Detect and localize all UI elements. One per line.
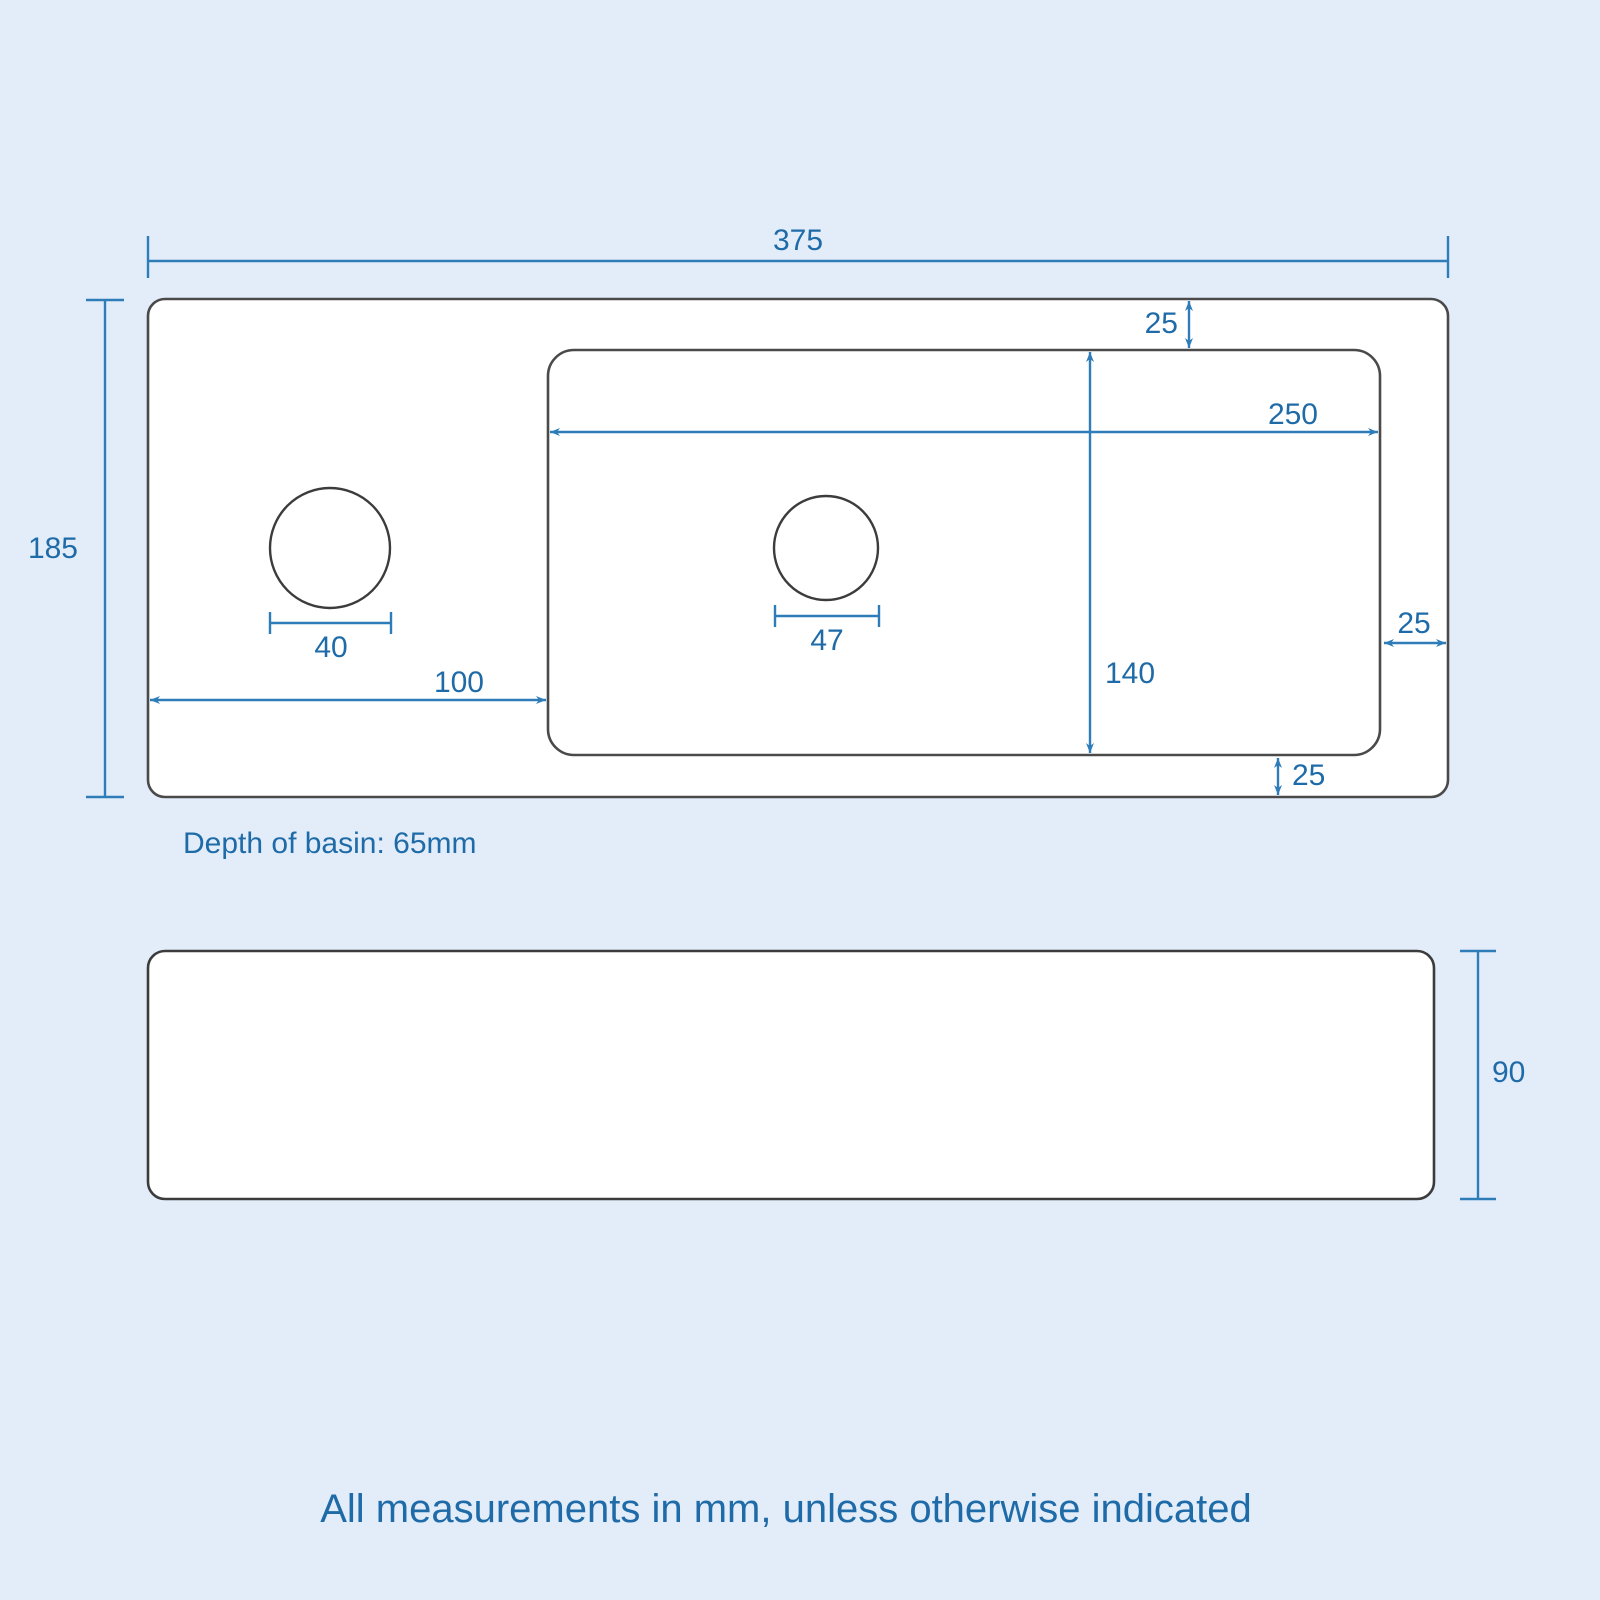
dimension-right-margin: 25 bbox=[1384, 607, 1446, 647]
left-tap-hole bbox=[268, 486, 392, 610]
dim-label-left-hole-diameter: 40 bbox=[314, 631, 347, 664]
dim-label-right-margin: 25 bbox=[1397, 607, 1430, 640]
dim-label-centre-hole-diameter: 47 bbox=[810, 624, 843, 657]
dimension-centre-hole-diameter: 47 bbox=[773, 605, 881, 657]
dimension-bottom-margin: 25 bbox=[1274, 758, 1325, 795]
basin-recess-outline bbox=[546, 348, 1382, 757]
basin-front-outline bbox=[146, 949, 1436, 1201]
dimension-left-hole-diameter: 40 bbox=[268, 612, 393, 664]
front-view-group: 90 bbox=[146, 949, 1525, 1201]
dimension-overall-width: 375 bbox=[146, 224, 1450, 278]
dim-label-recess-width: 250 bbox=[1268, 398, 1318, 431]
centre-waste-hole bbox=[772, 494, 880, 602]
dim-label-front-height: 90 bbox=[1492, 1056, 1525, 1089]
top-view-group: 375 185 40 47 bbox=[28, 224, 1450, 860]
dim-label-overall-width: 375 bbox=[773, 224, 823, 257]
dimension-recess-width: 250 bbox=[550, 398, 1378, 436]
dimension-top-margin: 25 bbox=[1145, 301, 1193, 348]
dim-label-overall-depth: 185 bbox=[28, 532, 78, 565]
dimension-tap-hole-offset: 100 bbox=[150, 666, 546, 704]
dimension-front-height: 90 bbox=[1460, 949, 1525, 1201]
dim-label-top-margin: 25 bbox=[1145, 307, 1178, 340]
depth-of-basin-note: Depth of basin: 65mm bbox=[183, 827, 476, 860]
measurements-caption: All measurements in mm, unless otherwise… bbox=[320, 1487, 1252, 1531]
dim-label-tap-hole-offset: 100 bbox=[434, 666, 484, 699]
dimension-recess-depth: 140 bbox=[1086, 352, 1155, 753]
dim-label-recess-depth: 140 bbox=[1105, 657, 1155, 690]
dimension-overall-depth: 185 bbox=[28, 298, 124, 799]
dim-label-bottom-margin: 25 bbox=[1292, 759, 1325, 792]
